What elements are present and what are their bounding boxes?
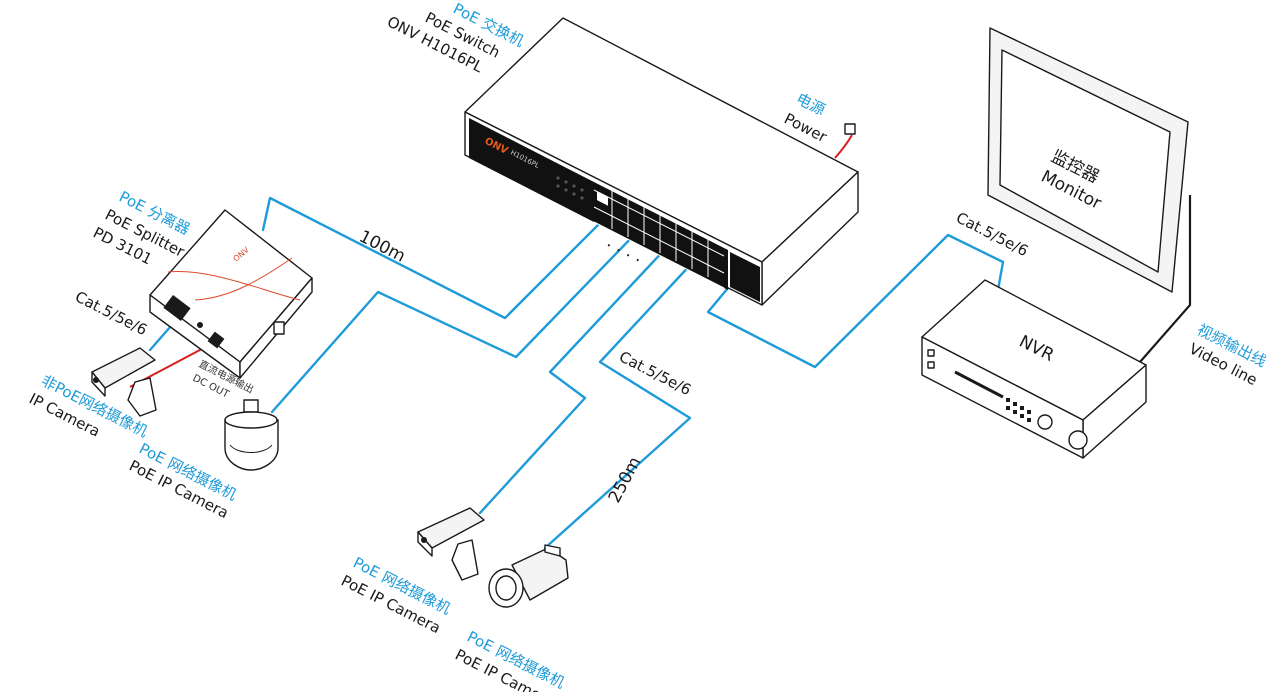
cable-length-250m: 250m	[605, 454, 646, 507]
cable-cat-nvr-label: Cat.5/5e/6	[953, 209, 1031, 261]
splitter-rj45-port	[163, 294, 191, 322]
box-camera-labels: PoE 网络摄像机 PoE IP Camera	[338, 554, 453, 638]
speed-dome-camera	[224, 399, 279, 471]
splitter-led-icon	[197, 322, 203, 328]
video-line-cable	[1139, 195, 1192, 363]
switch-leds	[556, 176, 584, 200]
switch-ports	[597, 191, 608, 206]
bullet-camera-labels: PoE 网络摄像机 PoE IP Camera	[452, 628, 567, 692]
cable-cat-splitter-label: Cat.5/5e/6	[72, 288, 150, 340]
splitter-side-clip	[273, 321, 285, 335]
poe-bullet-camera	[488, 544, 569, 608]
nvr: NVR	[921, 279, 1147, 459]
nvr-buttons	[1006, 398, 1031, 422]
poe-box-camera	[417, 507, 485, 581]
cable-switch-dome	[270, 231, 638, 414]
power-socket-icon	[844, 123, 856, 135]
speed-dome-labels: PoE 网络摄像机 PoE IP Camera	[126, 440, 239, 523]
poe-splitter: ONV	[149, 209, 313, 379]
cable-switch-nvr	[706, 233, 1005, 369]
cable-switch-splitter	[261, 196, 610, 320]
cable-switch-box-camera	[478, 245, 669, 515]
cable-switch-bullet-camera	[543, 260, 695, 550]
poe-switch: ONV H1016PL	[464, 17, 859, 306]
non-poe-ip-camera	[91, 347, 157, 417]
splitter-dc-port	[207, 331, 225, 349]
power-cord	[834, 123, 856, 159]
cable-cat-cameras-label: Cat.5/5e/6	[616, 348, 694, 400]
monitor: 监控器 Monitor	[987, 27, 1189, 293]
cable-length-100m: 100m	[356, 227, 409, 267]
switch-port-grid	[593, 189, 725, 289]
